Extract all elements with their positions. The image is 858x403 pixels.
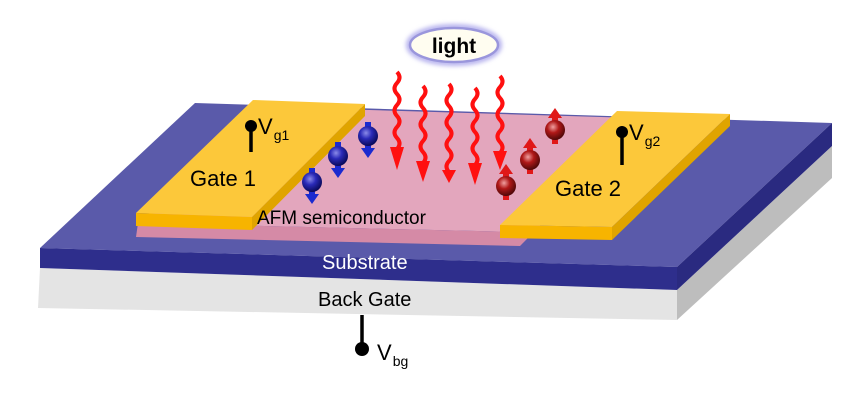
gate-2-front-face — [500, 225, 612, 240]
substrate-label: Substrate — [322, 252, 408, 274]
light-ray-arrowhead — [390, 147, 404, 170]
light-ray-arrowhead — [416, 161, 430, 182]
spin-up — [545, 108, 565, 144]
back-gate-label: Back Gate — [318, 289, 411, 311]
back-gate-side-face — [677, 146, 832, 320]
gate-1-top-face — [136, 100, 365, 217]
gate-2-voltage: Vg2 — [629, 120, 660, 149]
gate-2-voltage-main: V — [629, 120, 644, 145]
spin-ball — [328, 146, 348, 166]
gate-1-contact: Vg1 Gate 1 — [190, 114, 289, 191]
light-ray-arrowhead — [493, 151, 507, 170]
gate-2 — [500, 111, 730, 240]
gate-2-terminal-dot — [616, 126, 628, 138]
light-ray — [495, 74, 505, 155]
back-gate-terminal-dot — [355, 342, 369, 356]
gate-1-voltage: Vg1 — [258, 114, 289, 143]
gate-1-voltage-sub: g1 — [274, 127, 290, 143]
spin-arrowhead — [361, 148, 375, 158]
spins — [302, 108, 565, 204]
spin-up — [496, 164, 516, 200]
light-rays — [390, 70, 507, 185]
back-gate-voltage-main: V — [377, 340, 392, 365]
back-gate-contact: Vbg — [355, 315, 408, 369]
spin-ball — [545, 120, 565, 140]
light-ray — [444, 82, 454, 174]
back-gate-voltage-sub: bg — [393, 353, 409, 369]
back-gate-layer — [38, 146, 832, 320]
spin-ball — [302, 172, 322, 192]
substrate-side-face — [677, 123, 832, 290]
light-label: light — [432, 35, 476, 58]
spin-ball — [520, 150, 540, 170]
spin-up — [520, 138, 540, 174]
spin-arrowhead — [331, 168, 345, 178]
back-gate-voltage: Vbg — [377, 340, 408, 369]
gate-1-side-face — [252, 104, 365, 230]
spin-down — [328, 142, 348, 178]
spin-down — [358, 122, 378, 158]
substrate-front-face — [40, 248, 677, 290]
light-ray — [418, 84, 428, 165]
gate-2-side-face — [612, 114, 730, 240]
gate-1-front-face — [136, 213, 252, 230]
gate-1-voltage-main: V — [258, 114, 273, 139]
spin-ball — [358, 126, 378, 146]
spin-ball — [496, 176, 516, 196]
spin-down — [302, 168, 322, 204]
spin-arrowhead — [305, 194, 319, 204]
back-gate-front-face — [38, 268, 677, 320]
spin-arrowhead — [548, 108, 562, 118]
light-ray — [392, 70, 402, 151]
gate-1 — [136, 100, 365, 230]
spin-arrowhead — [523, 138, 537, 148]
light-ray — [470, 86, 480, 167]
semiconductor-label: AFM semiconductor — [257, 208, 427, 229]
light-ray-arrowhead — [442, 170, 456, 183]
light-source: light — [406, 24, 502, 66]
spin-arrowhead — [499, 164, 513, 174]
light-ray-arrowhead — [468, 163, 482, 185]
light-bubble — [408, 26, 500, 64]
gate-2-top-face — [500, 111, 730, 227]
gate-2-contact: Vg2 Gate 2 — [555, 120, 660, 201]
gate-2-voltage-sub: g2 — [645, 133, 661, 149]
gate-2-label: Gate 2 — [555, 176, 621, 201]
gate-1-label: Gate 1 — [190, 166, 256, 191]
gate-1-terminal-dot — [245, 120, 257, 132]
